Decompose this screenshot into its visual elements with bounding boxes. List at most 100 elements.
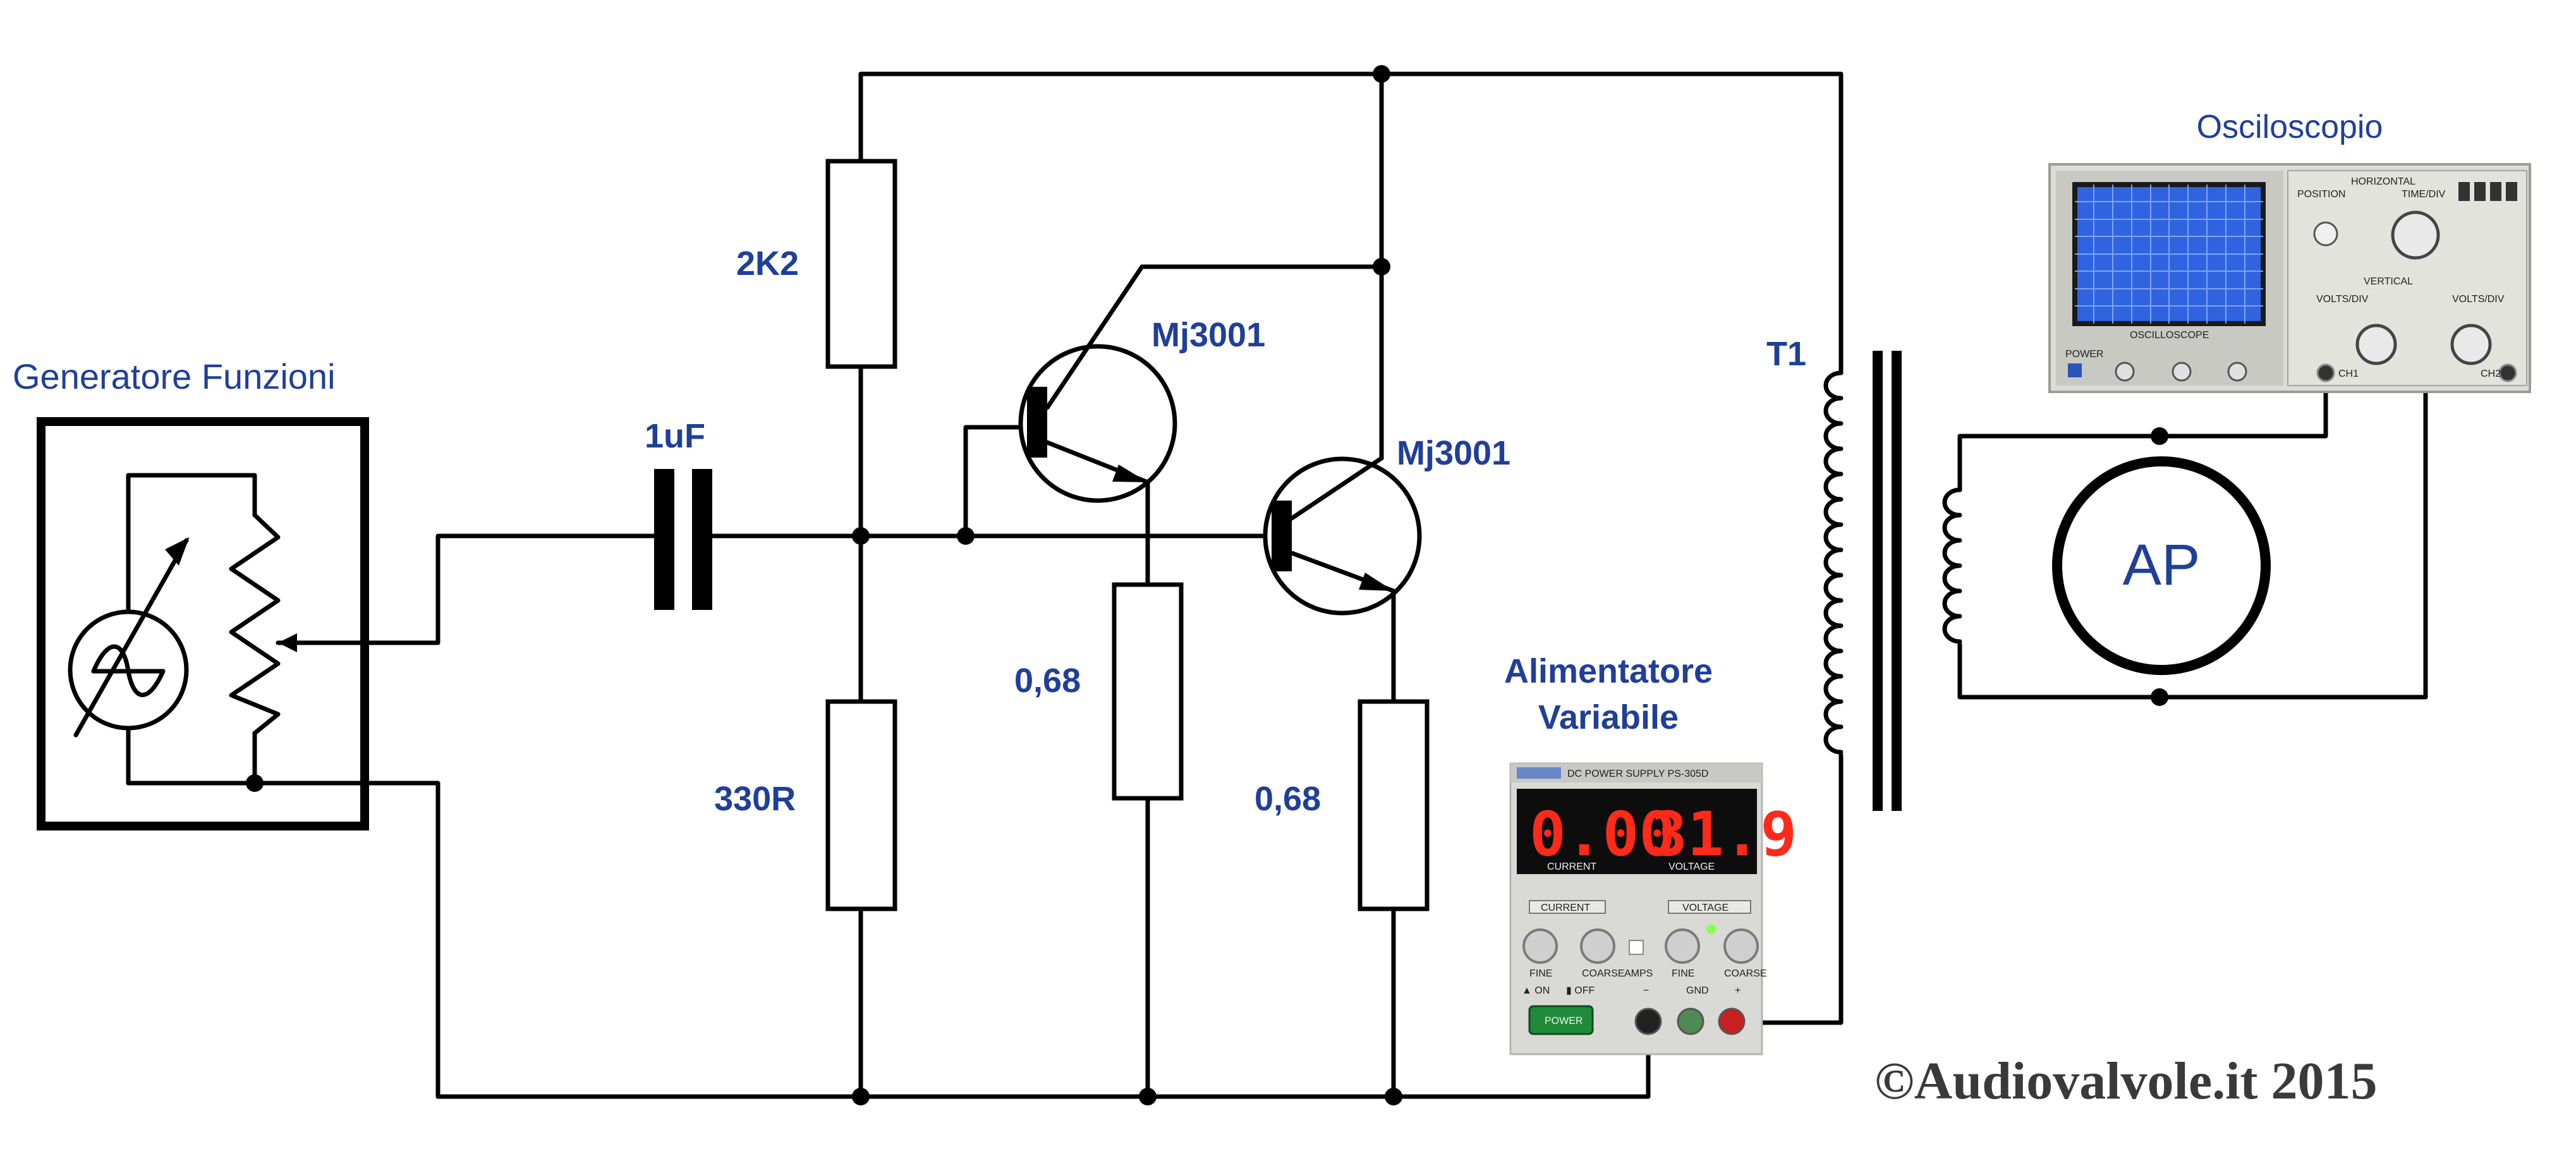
psu-display-panel — [1517, 789, 1757, 874]
secondary-winding — [1942, 487, 1962, 644]
wire-secondary-bottom — [1957, 369, 2428, 700]
transformer-core-2 — [1892, 351, 1902, 811]
scope-position-label: POSITION — [2297, 189, 2345, 200]
junction — [1373, 258, 1390, 276]
scope-trigger-buttons — [2458, 182, 2517, 201]
scope-power-button[interactable] — [2068, 363, 2082, 377]
wire-psu-positive — [1729, 753, 1844, 1025]
transistor-q2 — [1263, 456, 1422, 616]
transformer-core-1 — [1873, 351, 1883, 811]
junction — [852, 527, 870, 545]
psu-current-caption: CURRENT — [1547, 861, 1596, 872]
primary-winding — [1823, 370, 1844, 755]
capacitor-label: 1uF — [645, 417, 705, 455]
psu-gnd-label: GND — [1686, 985, 1709, 996]
psu-voltage-coarse-knob[interactable] — [1723, 928, 1759, 964]
scope-ch2-label: CH2 — [2481, 368, 2501, 379]
psu-voltage-display: 31.9 — [1651, 799, 1797, 870]
psu-current-group: CURRENT — [1541, 903, 1590, 913]
psu-power-label: POWER — [1545, 1016, 1583, 1026]
scope-timediv-label: TIME/DIV — [2402, 189, 2446, 200]
resistor-330r — [825, 699, 897, 911]
psu-current-coarse-knob[interactable] — [1580, 928, 1615, 964]
wire-q1-base-feed — [963, 425, 1030, 538]
junction — [852, 1088, 870, 1105]
psu-coarse-right: COARSE — [1724, 968, 1767, 979]
junction — [246, 774, 264, 792]
psu-fine-right: FINE — [1672, 968, 1694, 979]
psu-off-label: ▮ OFF — [1566, 985, 1595, 996]
scope-power-label: POWER — [2065, 349, 2103, 360]
psu-voltage-group: VOLTAGE — [1682, 903, 1728, 913]
potentiometer-zigzag — [229, 513, 281, 736]
psu-minus-label: − — [1643, 985, 1649, 996]
scope-intensity-knob[interactable] — [2115, 362, 2135, 382]
junction — [1373, 65, 1390, 83]
psu-label-line1: Alimentatore — [1504, 652, 1713, 690]
resistor-330r-label: 330R — [714, 780, 796, 818]
resistor-emitter-2 — [1358, 699, 1430, 911]
wires — [126, 71, 2428, 1099]
scope-voltsdiv-left-label: VOLTS/DIV — [2316, 294, 2369, 305]
scope-graticule — [2075, 185, 2263, 324]
scope-horizontal-label: HORIZONTAL — [2351, 176, 2415, 187]
psu-fine-left: FINE — [1529, 968, 1552, 979]
oscilloscope: OSCILLOSCOPE POWER HORIZONTAL POSITION T… — [2048, 163, 2531, 393]
resistor-2k2 — [825, 159, 897, 369]
generator-box — [37, 417, 369, 830]
psu-voltage-fine-knob[interactable] — [1665, 928, 1700, 964]
oscilloscope-label: Osciloscopio — [2197, 109, 2383, 145]
psu-terminal-ground[interactable] — [1677, 1007, 1704, 1035]
psu-amps-label: AMPS — [1624, 968, 1653, 979]
wiper-arrowhead — [278, 633, 297, 652]
variable-arrowhead — [165, 537, 190, 566]
analyzer-label: AP — [2123, 533, 2201, 597]
transformer-label: T1 — [1766, 335, 1806, 373]
wire-generator-out — [307, 533, 660, 645]
wire-secondary-top — [1957, 366, 2328, 492]
resistor-emitter-1-label: 0,68 — [1014, 662, 1081, 700]
psu-amps-button[interactable] — [1629, 940, 1644, 955]
psu-power-button[interactable] — [1528, 1005, 1594, 1035]
scope-ch1-input[interactable] — [2316, 363, 2335, 382]
junction — [2151, 427, 2168, 445]
scope-h-position-knob[interactable] — [2313, 221, 2338, 246]
psu-cv-led — [1706, 924, 1716, 934]
scope-ch1-label: CH1 — [2338, 368, 2359, 379]
scope-ch2-input[interactable] — [2498, 363, 2517, 382]
copyright-notice: ©Audiovalvole.it 2015 — [1874, 1052, 2377, 1110]
psu-brand: DC POWER SUPPLY PS-305D — [1567, 769, 1708, 779]
wire-gen-int-bottom — [126, 718, 257, 786]
transistor-q2-label: Mj3001 — [1397, 434, 1510, 472]
psu-on-label: ▲ ON — [1522, 985, 1550, 996]
scope-voltsdiv-right-label: VOLTS/DIV — [2452, 294, 2505, 305]
psu-terminal-negative[interactable] — [1634, 1007, 1662, 1035]
wire-ground-rail — [252, 781, 1651, 1099]
psu-current-fine-knob[interactable] — [1522, 928, 1558, 964]
psu-voltage-caption: VOLTAGE — [1668, 861, 1715, 872]
scope-focus-knob[interactable] — [2172, 362, 2192, 382]
scope-timediv-knob[interactable] — [2391, 210, 2440, 260]
junctions — [246, 65, 2168, 1105]
psu-terminal-positive[interactable] — [1718, 1007, 1746, 1035]
psu-current-display: 0.00 — [1529, 799, 1675, 870]
scope-ch1-voltsdiv-knob[interactable] — [2355, 324, 2397, 365]
transistor-q1 — [1018, 264, 1177, 503]
transformer-t1 — [1823, 351, 1962, 811]
scope-trace-knob[interactable] — [2227, 362, 2247, 382]
generator-label: Generatore Funzioni — [13, 356, 336, 396]
psu-plus-label: + — [1735, 985, 1741, 996]
wire-gen-int-top — [126, 473, 257, 622]
function-generator — [37, 417, 369, 830]
resistor-2k2-label: 2K2 — [736, 245, 799, 283]
analyzer-ap — [2052, 456, 2271, 675]
variable-arrow — [73, 538, 189, 738]
junction — [1139, 1088, 1157, 1105]
capacitor-1uf — [654, 469, 712, 610]
junction — [1385, 1088, 1402, 1105]
psu-coarse-left: COARSE — [1582, 968, 1625, 979]
junction — [2151, 688, 2168, 706]
scope-ch2-voltsdiv-knob[interactable] — [2450, 324, 2492, 365]
junction — [957, 527, 975, 545]
